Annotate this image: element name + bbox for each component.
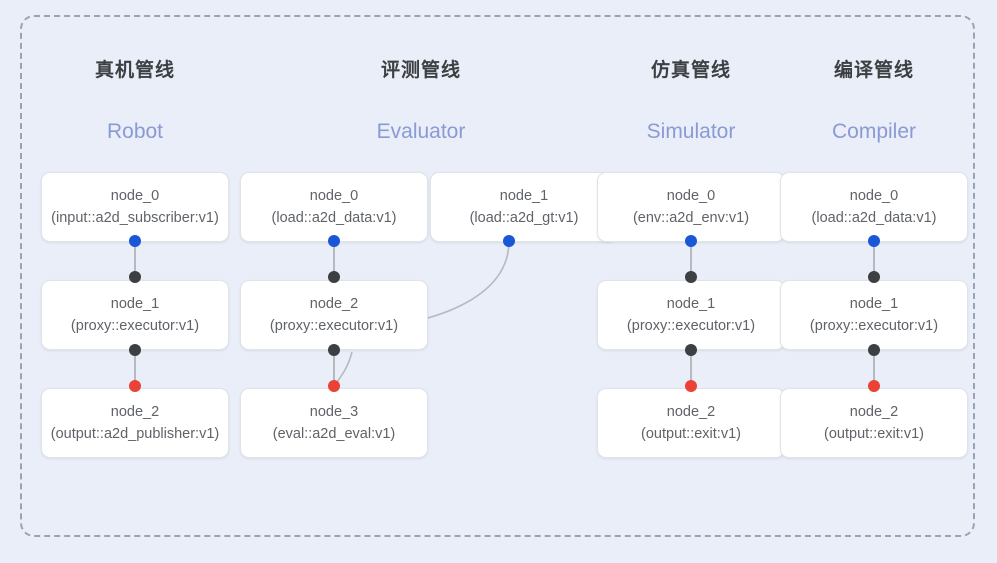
port-input-evaluator-3[interactable] [328,380,340,392]
column-title-cn-robot: 真机管线 [94,60,175,81]
edge-simulator-0-1 [690,241,692,277]
node-label-name: node_1 [110,295,160,312]
port-output-robot-1[interactable] [129,344,141,356]
node-label-name: node_1 [666,295,716,312]
port-output-simulator-1[interactable] [685,344,697,356]
port-input-simulator-2[interactable] [685,380,697,392]
node-simulator-0[interactable]: node_0 (env::a2d_env:v1) [597,172,785,242]
column-robot: 真机管线 Robot [41,55,229,144]
node-evaluator-2[interactable]: node_2 (proxy::executor:v1) [240,280,428,350]
port-input-compiler-2[interactable] [868,380,880,392]
node-evaluator-3[interactable]: node_3 (eval::a2d_eval:v1) [240,388,428,458]
port-input-robot-1[interactable] [129,271,141,283]
node-robot-0[interactable]: node_0 (input::a2d_subscriber:v1) [41,172,229,242]
node-label-name: node_0 [849,187,899,204]
edge-compiler-1-2 [873,350,875,386]
pipeline-group-frame [20,15,975,537]
port-output-compiler-0[interactable] [868,235,880,247]
node-label-type: (output::exit:v1) [641,426,741,442]
node-label-type: (load::a2d_data:v1) [811,210,937,226]
port-input-robot-2[interactable] [129,380,141,392]
port-output-evaluator-0[interactable] [328,235,340,247]
node-label-type: (env::a2d_env:v1) [632,210,750,226]
node-robot-2[interactable]: node_2 (output::a2d_publisher:v1) [41,388,229,458]
node-label-type: (proxy::executor:v1) [269,318,399,334]
node-label-name: node_2 [110,403,160,420]
node-label-type: (input::a2d_subscriber:v1) [51,210,219,226]
port-output-simulator-0[interactable] [685,235,697,247]
node-label-type: (proxy::executor:v1) [626,318,756,334]
edge-robot-1-2 [134,350,136,386]
node-label-name: node_0 [309,187,359,204]
node-label-name: node_3 [309,403,359,420]
node-evaluator-0[interactable]: node_0 (load::a2d_data:v1) [240,172,428,242]
column-title-en-simulator: Simulator [646,120,736,143]
column-title-cn-evaluator: 评测管线 [380,60,461,81]
node-label-type: (proxy::executor:v1) [70,318,200,334]
node-label-name: node_1 [499,187,549,204]
node-label-name: node_1 [849,295,899,312]
port-output-robot-0[interactable] [129,235,141,247]
column-title-cn-compiler: 编译管线 [833,60,914,81]
column-simulator: 仿真管线 Simulator [597,55,785,144]
column-title-en-compiler: Compiler [831,120,917,143]
node-label-name: node_2 [309,295,359,312]
node-robot-1[interactable]: node_1 (proxy::executor:v1) [41,280,229,350]
column-title-en-robot: Robot [106,120,164,143]
edge-evaluator-0-2 [333,241,335,277]
node-simulator-2[interactable]: node_2 (output::exit:v1) [597,388,785,458]
node-label-type: (load::a2d_data:v1) [271,210,397,226]
node-evaluator-1[interactable]: node_1 (load::a2d_gt:v1) [430,172,618,242]
column-title-en-evaluator: Evaluator [376,120,466,143]
port-output-evaluator-2[interactable] [328,344,340,356]
port-input-simulator-1[interactable] [685,271,697,283]
node-label-type: (load::a2d_gt:v1) [469,210,579,226]
port-input-compiler-1[interactable] [868,271,880,283]
column-title-cn-simulator: 仿真管线 [650,60,731,81]
edge-simulator-1-2 [690,350,692,386]
port-output-evaluator-1[interactable] [503,235,515,247]
node-label-type: (output::exit:v1) [824,426,924,442]
port-input-evaluator-2[interactable] [328,271,340,283]
port-output-compiler-1[interactable] [868,344,880,356]
node-label-name: node_2 [849,403,899,420]
node-label-type: (eval::a2d_eval:v1) [272,426,396,442]
node-label-name: node_0 [666,187,716,204]
node-label-name: node_2 [666,403,716,420]
column-evaluator: 评测管线 Evaluator [327,55,515,144]
edge-compiler-0-1 [873,241,875,277]
node-simulator-1[interactable]: node_1 (proxy::executor:v1) [597,280,785,350]
node-label-name: node_0 [110,187,160,204]
node-compiler-0[interactable]: node_0 (load::a2d_data:v1) [780,172,968,242]
edge-robot-0-1 [134,241,136,277]
node-compiler-1[interactable]: node_1 (proxy::executor:v1) [780,280,968,350]
node-compiler-2[interactable]: node_2 (output::exit:v1) [780,388,968,458]
node-label-type: (output::a2d_publisher:v1) [50,426,220,442]
column-compiler: 编译管线 Compiler [780,55,968,144]
node-label-type: (proxy::executor:v1) [809,318,939,334]
